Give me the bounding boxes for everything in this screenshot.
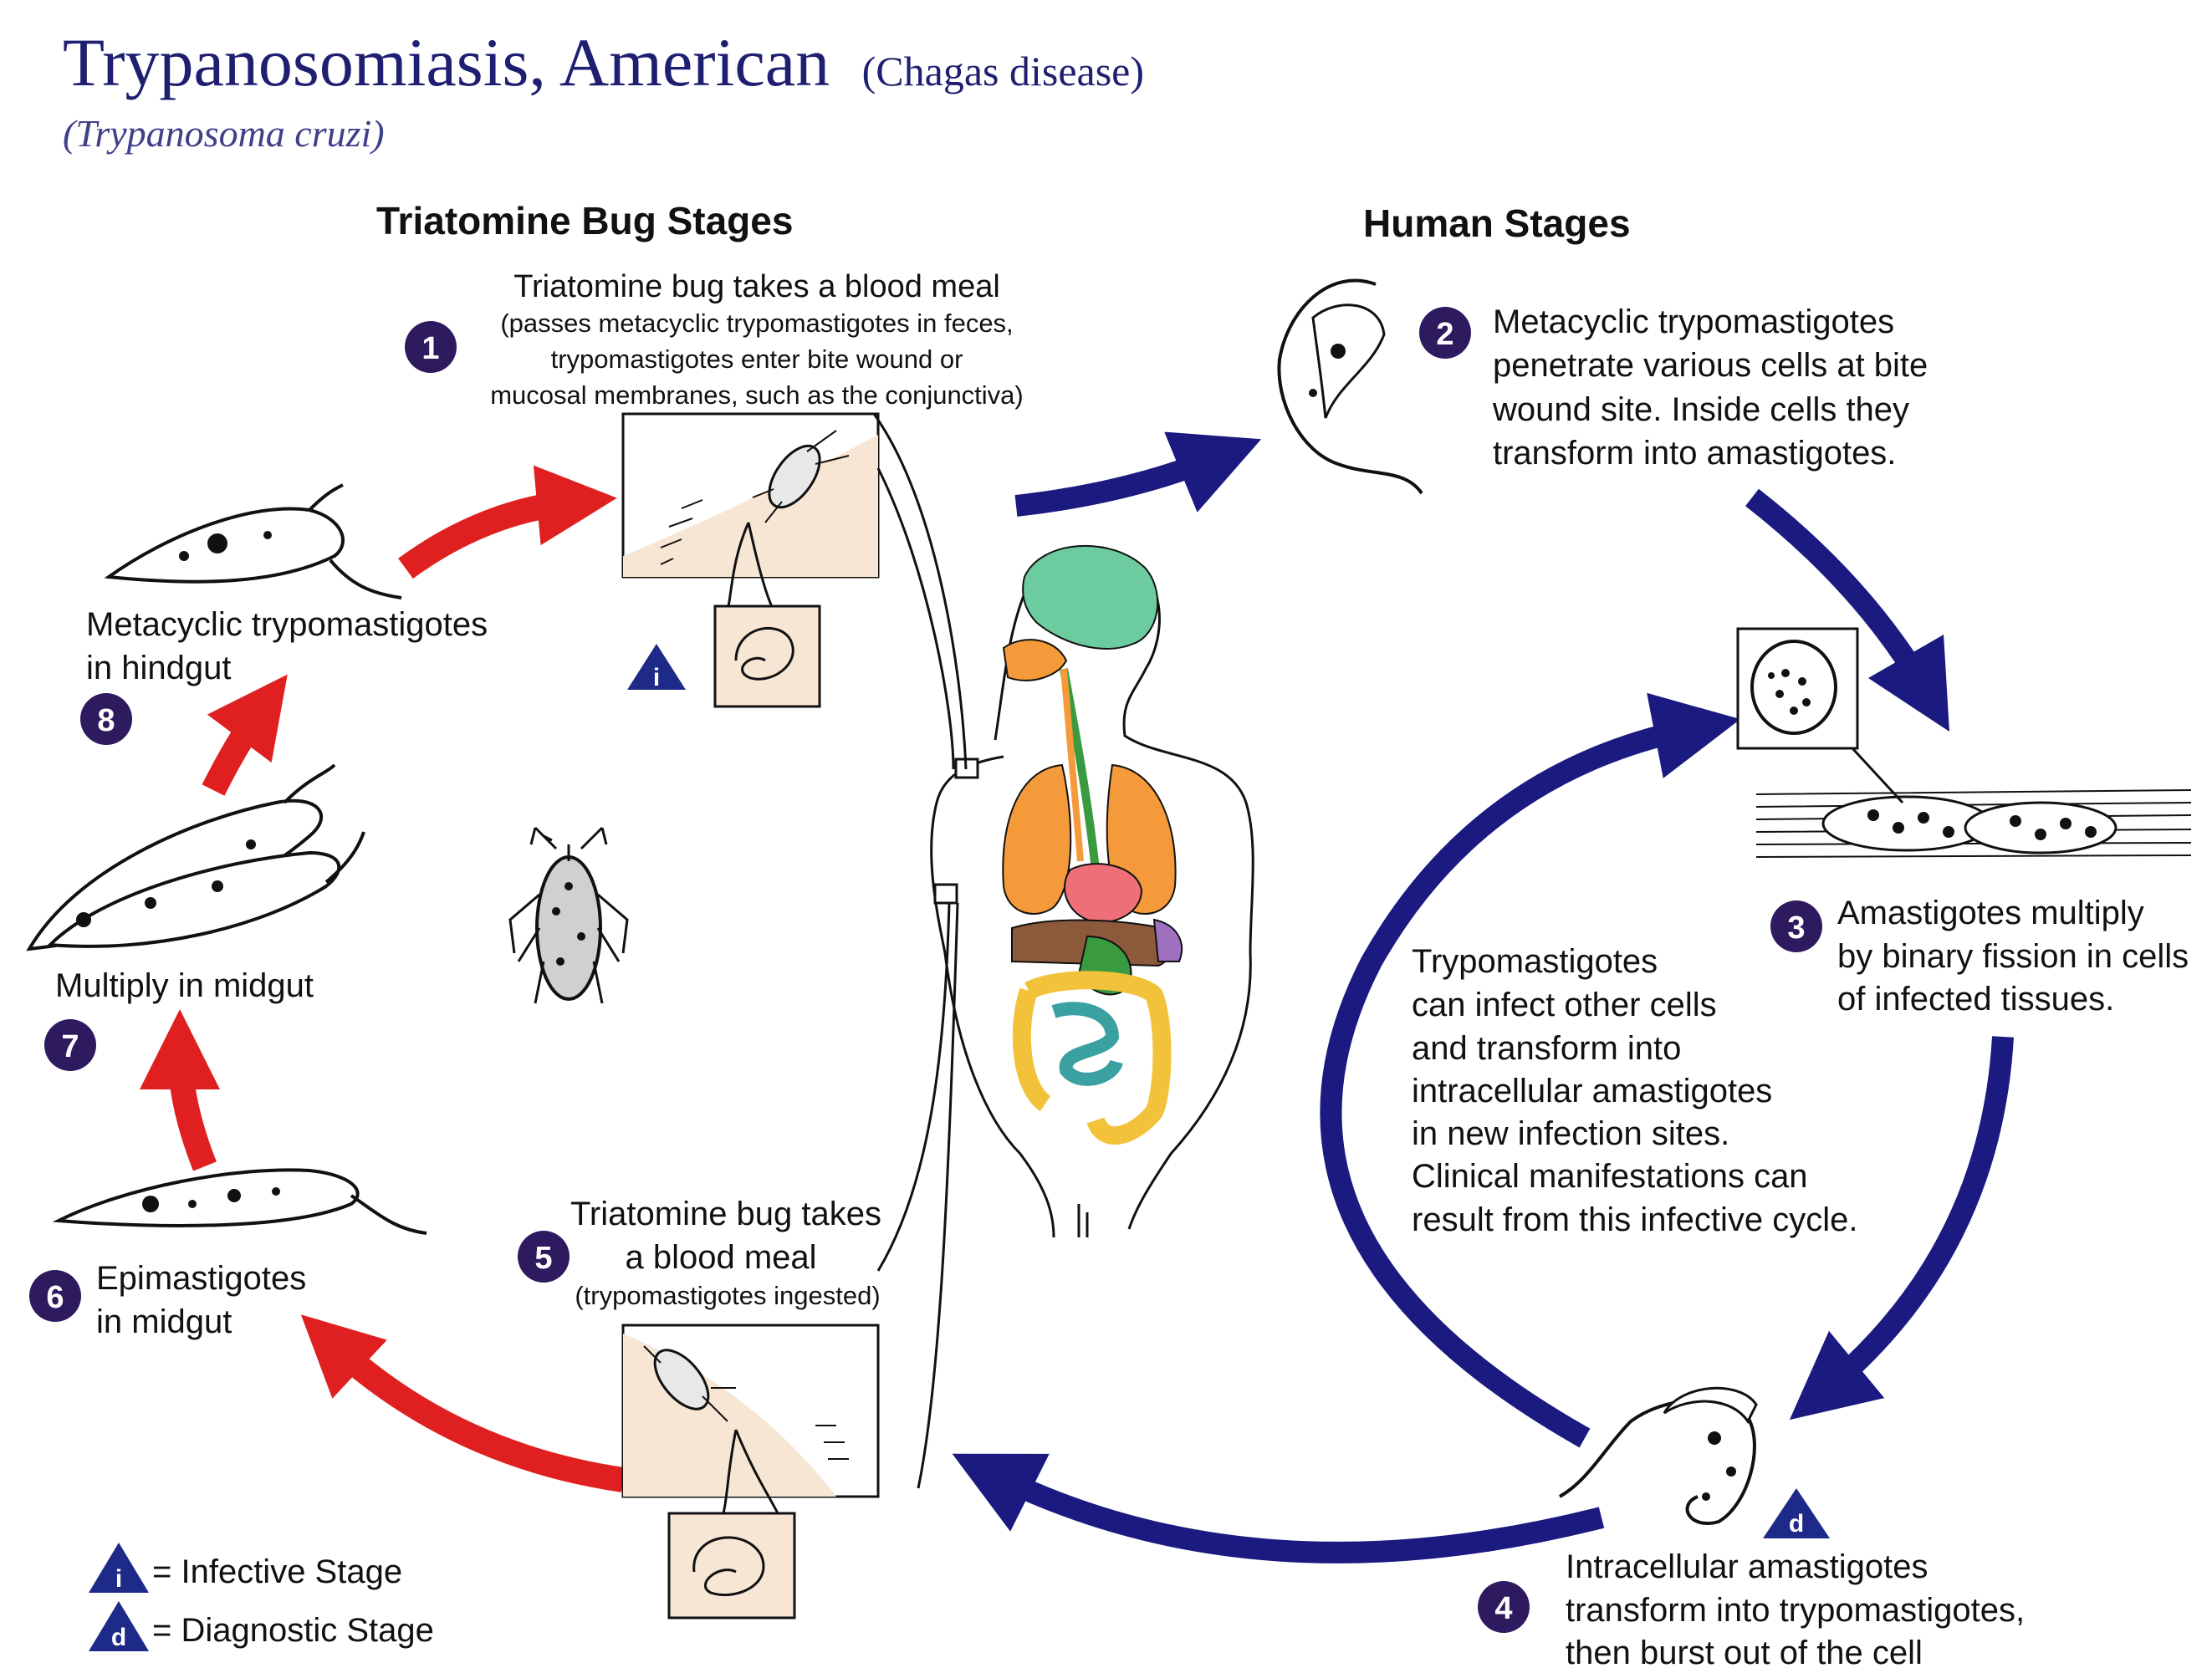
svg-text:result from this infective cyc: result from this infective cycle. <box>1412 1201 1858 1238</box>
step-8-line-2: in hindgut <box>86 650 231 686</box>
bug-stages-heading: Triatomine Bug Stages <box>376 199 793 242</box>
legend: i = Infective Stage d = Diagnostic Stage <box>89 1543 434 1651</box>
legend-infective-label: = Infective Stage <box>152 1553 402 1590</box>
svg-text:in new infection sites.: in new infection sites. <box>1412 1115 1729 1152</box>
human-body-icon <box>932 546 1254 1237</box>
step-8-group: Metacyclic trypomastigotes in hindgut 8 <box>80 485 488 745</box>
trypomastigote-icon <box>1279 281 1422 493</box>
step-2-number: 2 <box>1436 317 1453 352</box>
step-1-subtext-1: (passes metacyclic trypomastigotes in fe… <box>500 309 1013 338</box>
svg-text:Clinical manifestations can: Clinical manifestations can <box>1412 1158 1808 1195</box>
arrow-5-to-6 <box>330 1342 623 1480</box>
step-4-line-3: then burst out of the cell <box>1566 1635 1923 1668</box>
arrow-4-to-5 <box>991 1473 1602 1553</box>
metacyclic-trypomastigote-icon <box>109 485 401 598</box>
triatomine-bug-adult-icon <box>510 828 627 1003</box>
step-6-line-2: in midgut <box>96 1303 232 1340</box>
svg-text:Trypomastigotes: Trypomastigotes <box>1412 943 1658 980</box>
svg-text:d: d <box>1789 1510 1804 1538</box>
svg-text:can infect other cells: can infect other cells <box>1412 987 1717 1023</box>
step-6-number: 6 <box>46 1280 64 1315</box>
dividing-epimastigote-icon <box>29 765 364 949</box>
arrow-6-to-7 <box>180 1049 205 1166</box>
bite-zoom-box-top <box>715 606 820 706</box>
step-3-line-2: by binary fission in cells <box>1837 938 2189 975</box>
step-6-group: 6 Epimastigotes in midgut <box>29 1170 427 1340</box>
step-1-subtext-3: mucosal membranes, such as the conjuncti… <box>490 380 1024 410</box>
step-7-number: 7 <box>61 1029 79 1064</box>
step-3-line-3: of infected tissues. <box>1837 981 2114 1018</box>
arrow-1-to-2 <box>1016 456 1221 506</box>
step-4-line-1: Intracellular amastigotes <box>1566 1548 1928 1585</box>
svg-text:d: d <box>111 1624 126 1651</box>
step-7-group: 7 Multiply in midgut <box>29 765 364 1071</box>
step-2-group: 2 Metacyclic trypomastigotes penetrate v… <box>1279 281 1928 493</box>
arrow-8-to-1 <box>406 502 577 569</box>
human-stages-heading: Human Stages <box>1363 201 1631 245</box>
species-subtitle: (Trypanosoma cruzi) <box>63 112 385 155</box>
bursting-trypomastigote-icon <box>1560 1388 1756 1523</box>
step-1-subtext-2: trypomastigotes enter bite wound or <box>551 344 963 374</box>
step-2-line-2: penetrate various cells at bite <box>1493 347 1928 384</box>
page-title: Trypanosomiasis, American (Chagas diseas… <box>63 24 1144 100</box>
step-6-line-1: Epimastigotes <box>96 1260 306 1297</box>
step-5-number: 5 <box>534 1241 552 1276</box>
step-4-number: 4 <box>1494 1591 1512 1626</box>
arrow-7-to-8 <box>213 706 263 790</box>
step-7-line-1: Multiply in midgut <box>55 967 314 1004</box>
step-3-number: 3 <box>1787 911 1805 946</box>
svg-text:i: i <box>653 664 660 691</box>
epimastigote-icon <box>59 1170 427 1233</box>
svg-text:and transform into: and transform into <box>1412 1030 1681 1067</box>
reinfection-note: Trypomastigotes can infect other cells a… <box>1412 943 1858 1238</box>
step-3-group: 3 Amastigotes multiply by binary fission… <box>1738 629 2191 1018</box>
step-3-line-1: Amastigotes multiply <box>1837 895 2144 931</box>
step-1-text: Triatomine bug takes a blood meal <box>513 269 1000 304</box>
bite-zoom-box-bottom <box>669 1513 794 1618</box>
step-2-line-3: wound site. Inside cells they <box>1492 391 1909 428</box>
legend-diagnostic-label: = Diagnostic Stage <box>152 1612 434 1649</box>
infected-tissue-icon <box>1756 786 2191 870</box>
amastigote-cell-icon <box>1752 641 1836 733</box>
step-4-line-2: transform into trypomastigotes, <box>1566 1592 2025 1629</box>
svg-text:i: i <box>115 1565 122 1593</box>
svg-text:intracellular amastigotes: intracellular amastigotes <box>1412 1073 1772 1109</box>
step-8-line-1: Metacyclic trypomastigotes <box>86 606 488 643</box>
step-1-number: 1 <box>421 331 439 366</box>
step-2-line-1: Metacyclic trypomastigotes <box>1493 304 1894 340</box>
step-2-line-4: transform into amastigotes. <box>1493 435 1896 472</box>
step-5-subtext: (trypomastigotes ingested) <box>575 1281 880 1310</box>
step-5-group: 5 Triatomine bug takes a blood meal (try… <box>518 903 958 1618</box>
step-8-number: 8 <box>97 703 115 738</box>
step-5-line-1: Triatomine bug takes <box>570 1196 881 1232</box>
step-5-line-2: a blood meal <box>625 1239 816 1276</box>
